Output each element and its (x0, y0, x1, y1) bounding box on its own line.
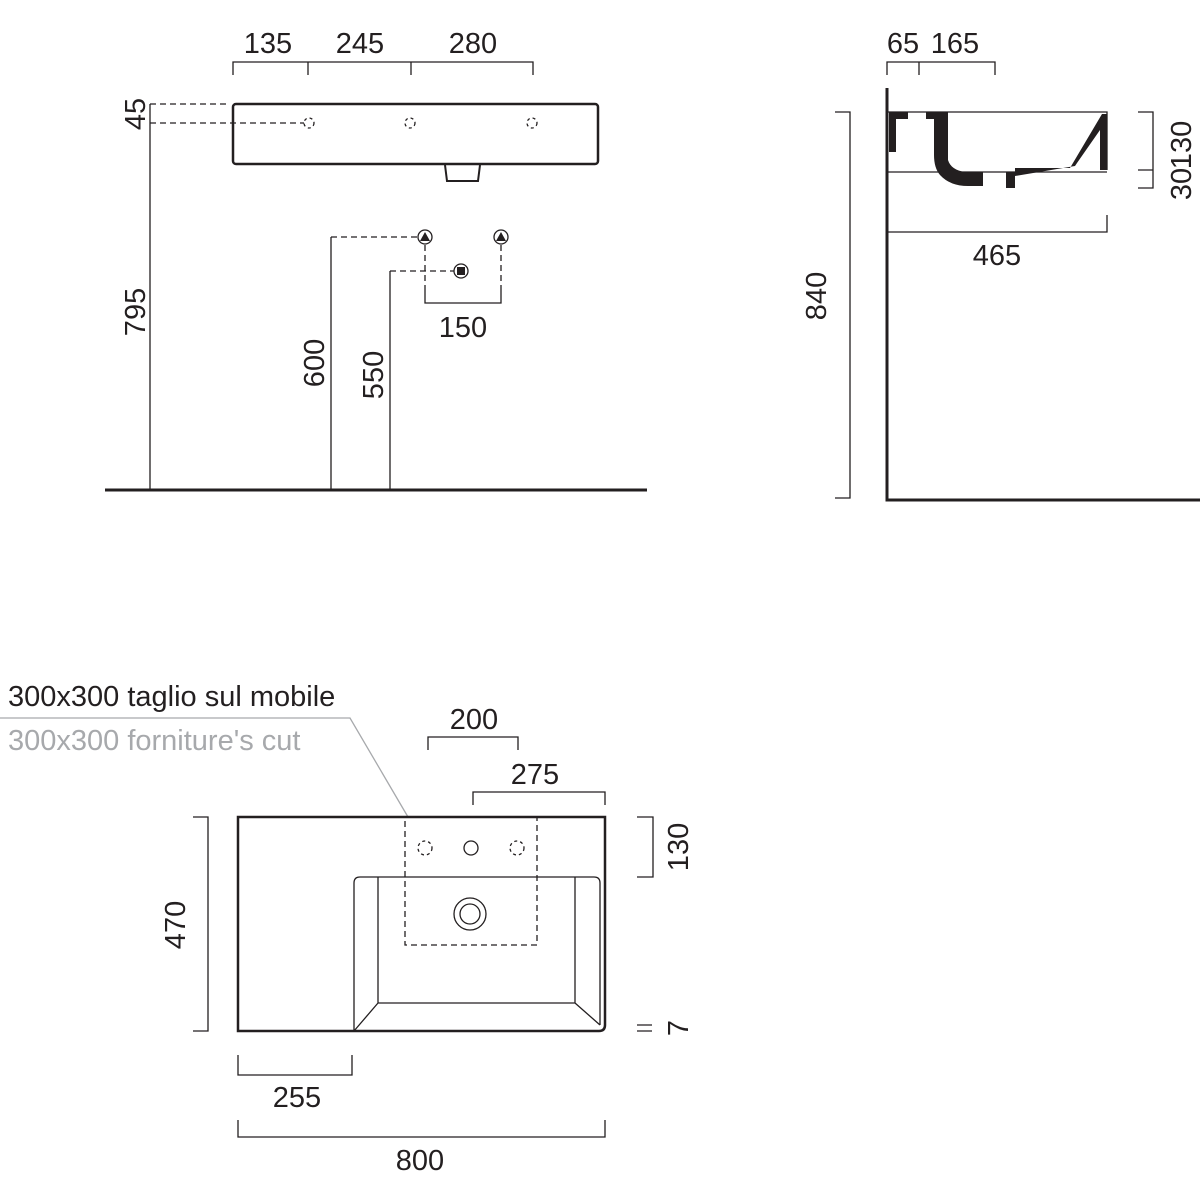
spacing-dimension-line (424, 285, 502, 304)
dim-130: 130 (1166, 121, 1198, 169)
note-cut-english: 300x300 forniture's cut (8, 725, 301, 757)
height-reference-lines (150, 103, 304, 124)
dim-280: 280 (449, 28, 497, 60)
dim-45: 45 (120, 98, 152, 130)
drain-inlet-icon (453, 263, 469, 279)
tap-hole (303, 117, 315, 129)
dim-465: 465 (973, 240, 1021, 272)
bowl-inner (353, 877, 601, 1032)
bowl-outer (353, 876, 601, 1031)
depth-dimension-line (887, 215, 1108, 233)
tap-hole (404, 117, 416, 129)
shelf-dimension (237, 1055, 353, 1076)
drain-icon (453, 897, 487, 931)
basin-height-dimension (1138, 111, 1154, 189)
note-cut-italian: 300x300 taglio sul mobile (8, 681, 335, 713)
dim-7: 7 (663, 1020, 695, 1036)
dim-150: 150 (439, 312, 487, 344)
dim-135: 135 (244, 28, 292, 60)
depth-dimension (193, 816, 209, 1032)
hole-depth-dimension (637, 816, 654, 878)
spacing-reference (424, 245, 502, 285)
plan-view: 300x300 taglio sul mobile 300x300 fornit… (0, 681, 695, 1177)
dim-255: 255 (273, 1082, 321, 1114)
top-dimension-line (232, 61, 534, 75)
dim-200: 200 (450, 704, 498, 736)
top-dimension-line (886, 61, 996, 75)
height-dimension-line (835, 111, 851, 499)
dim-245: 245 (336, 28, 384, 60)
rim-dimension (637, 1024, 652, 1032)
optional-tap-hole (417, 840, 433, 856)
tap-hole (463, 840, 479, 856)
front-view: 135 245 280 45 795 150 600 550 (105, 28, 647, 492)
dim-470: 470 (160, 901, 192, 949)
dim-165: 165 (931, 28, 979, 60)
supply-inlet-icon (493, 229, 509, 245)
supply-inlet-icon (417, 229, 433, 245)
wall-and-floor (885, 88, 1200, 502)
dim-795: 795 (120, 288, 152, 336)
basin-outline (236, 815, 607, 1033)
dim-800: 800 (396, 1145, 444, 1177)
hole-offset-dimension (472, 791, 606, 805)
dim-550: 550 (358, 351, 390, 399)
drain-inner (459, 903, 481, 925)
drain-outlet (444, 164, 481, 182)
dim-130: 130 (663, 823, 695, 871)
dim-840: 840 (801, 272, 833, 320)
basin-profile (887, 111, 1108, 188)
side-view: 65 165 840 465 130 30 (801, 28, 1200, 502)
furniture-cut-outline (404, 816, 538, 946)
dim-65: 65 (887, 28, 919, 60)
tap-hole (526, 117, 538, 129)
hole-spacing-dimension (427, 736, 519, 750)
width-dimension (237, 1120, 606, 1138)
dim-275: 275 (511, 759, 559, 791)
dim-30: 30 (1166, 168, 1198, 200)
dim-600: 600 (299, 339, 331, 387)
basin-front (231, 102, 600, 166)
note-leader-line (0, 717, 409, 818)
optional-tap-hole (509, 840, 525, 856)
